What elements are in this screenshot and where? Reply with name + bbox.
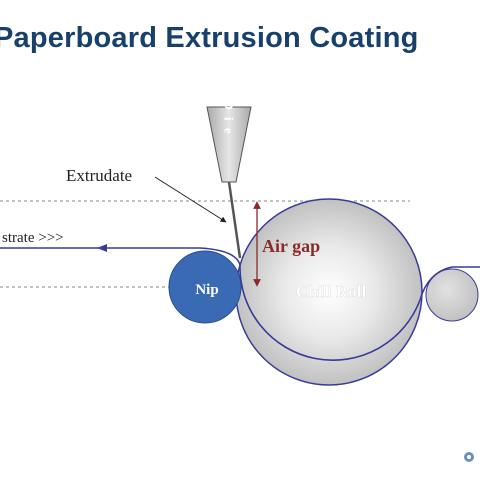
nip-label: Nip (195, 282, 218, 298)
nip-roll (168, 250, 242, 324)
extrudate-label: Extrudate (66, 166, 132, 185)
air-gap-label: Air gap (262, 236, 320, 256)
slide-title: Paperboard Extrusion Coating (0, 22, 419, 54)
substrate-label: strate >>> (2, 230, 64, 246)
die-label: D i e (222, 100, 237, 135)
extrudate-curtain (227, 181, 242, 259)
right-roll (425, 268, 479, 322)
chill-roll-label: Chill Roll (296, 282, 367, 301)
die-shape (206, 106, 252, 183)
logo-icon (464, 452, 474, 462)
substrate-web (0, 247, 480, 361)
web-direction-arrow (97, 244, 107, 252)
extrudate-leader (154, 176, 227, 223)
